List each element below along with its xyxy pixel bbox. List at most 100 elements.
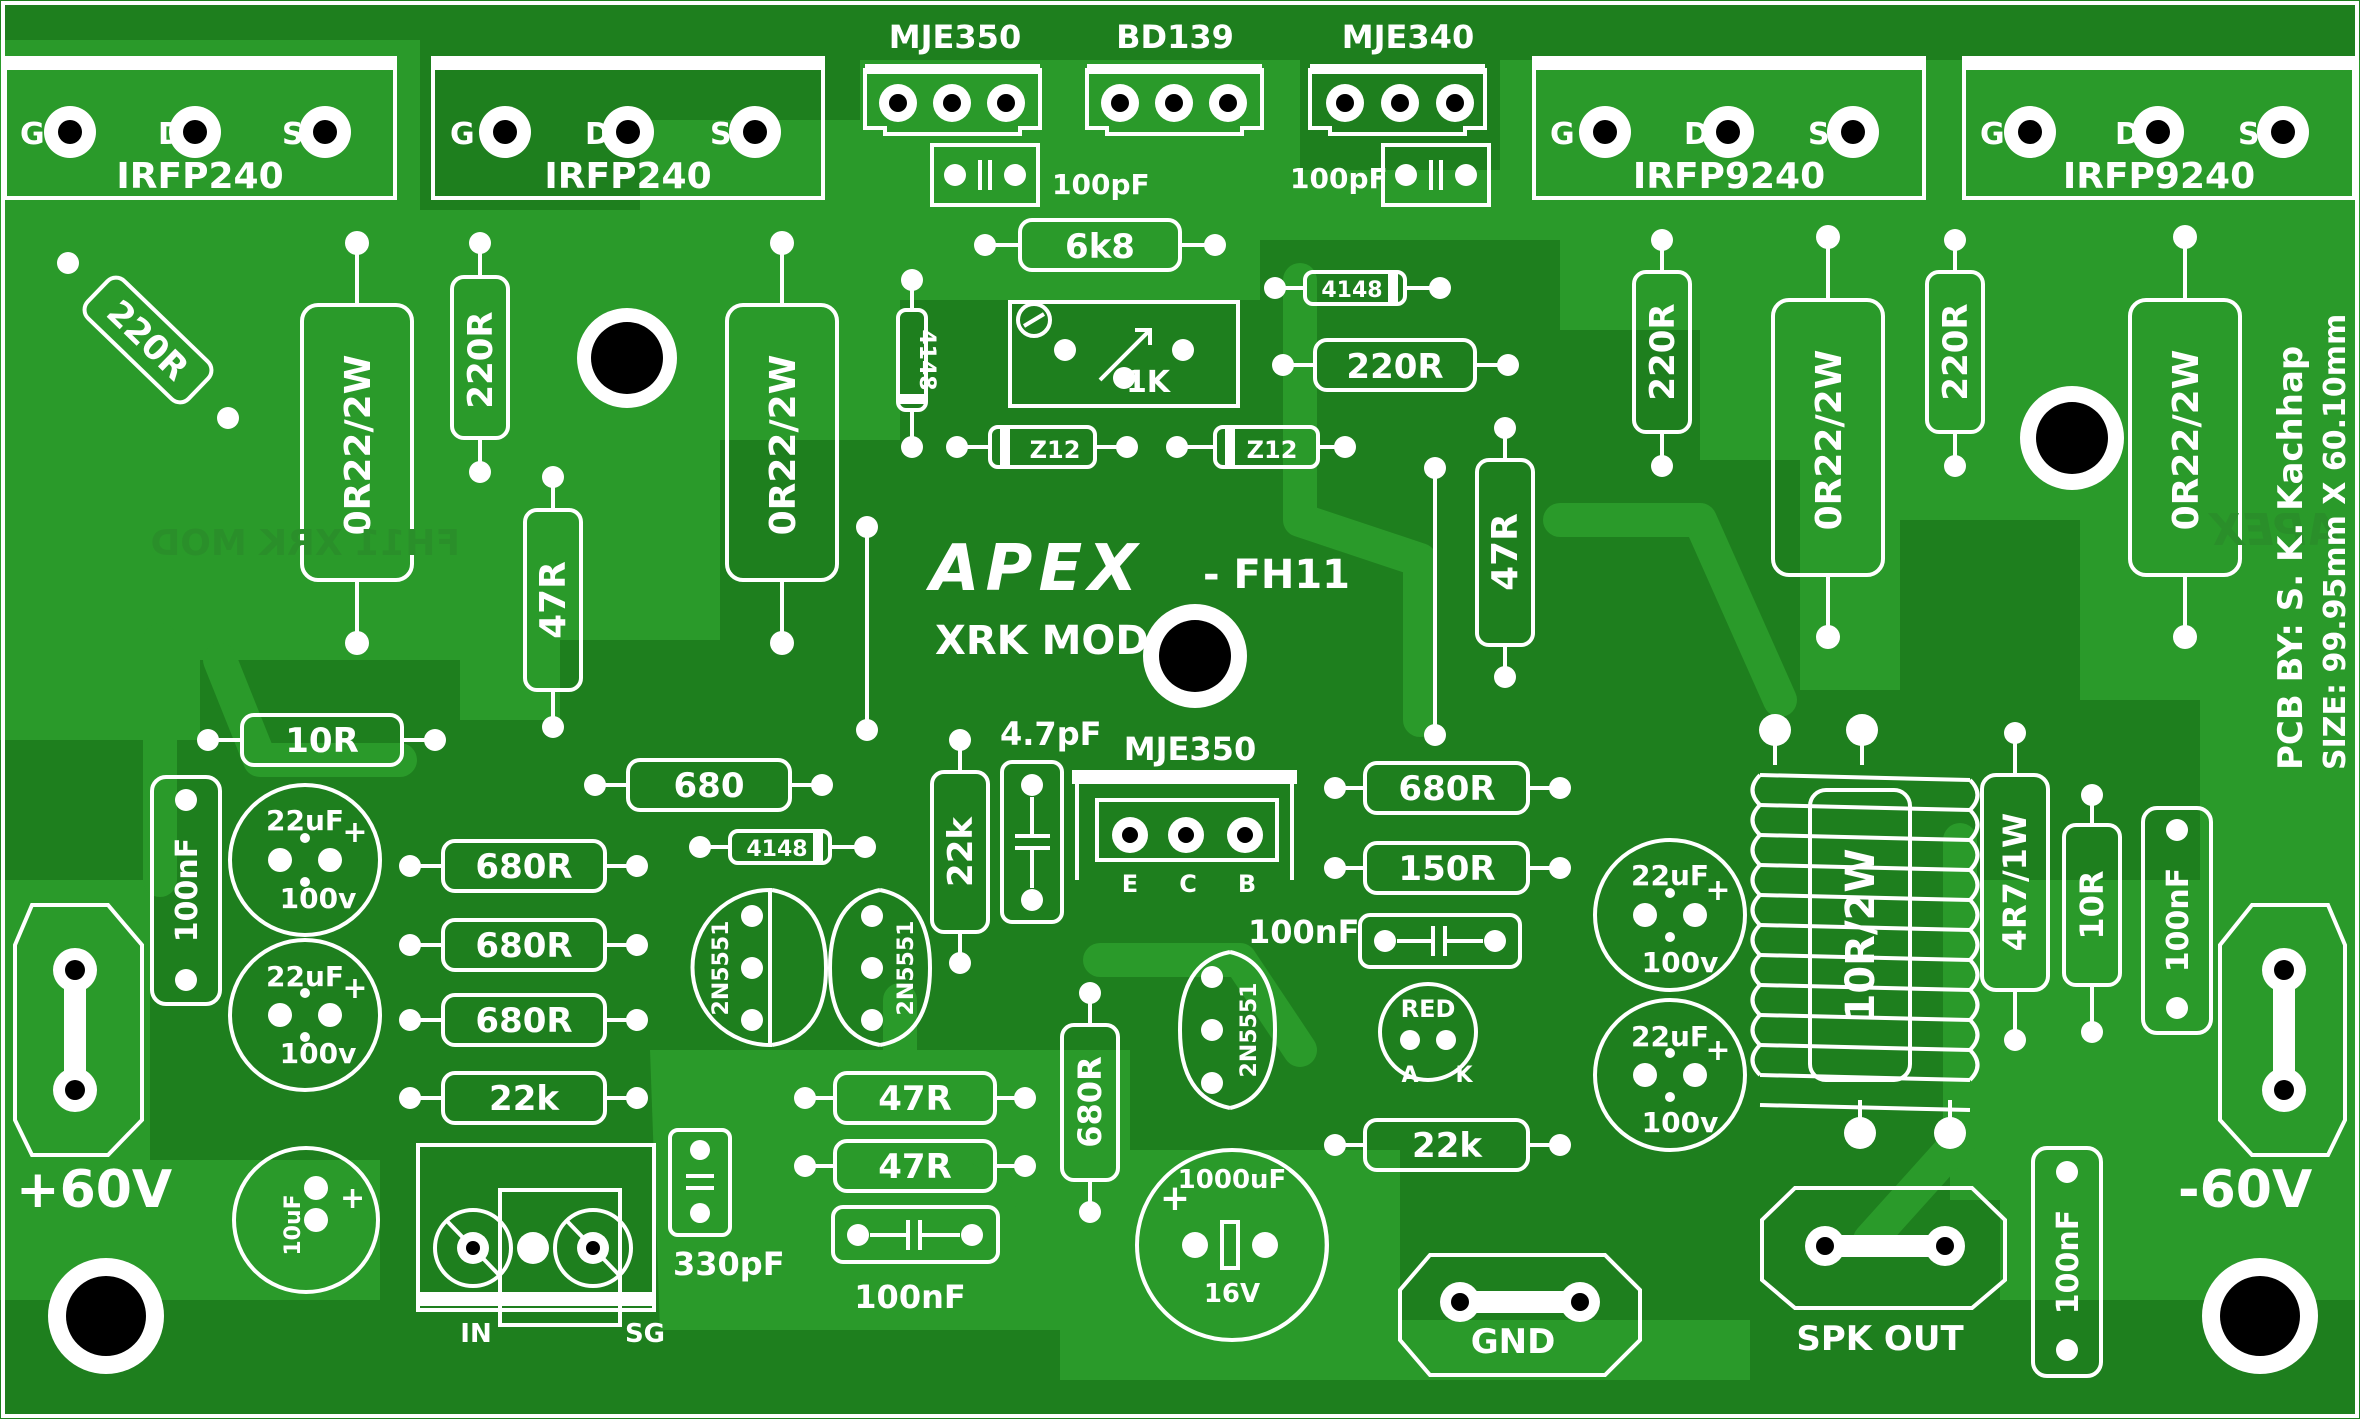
svg-text:A: A xyxy=(1401,1063,1418,1088)
mosfet-irfp240-2: G D S IRFP240 xyxy=(431,56,825,200)
irfp240-label-1: IRFP240 xyxy=(116,156,283,197)
resistor-150r: 150R xyxy=(1324,841,1571,895)
svg-text:D: D xyxy=(1684,117,1709,152)
svg-text:100nF: 100nF xyxy=(1248,913,1359,951)
svg-text:330pF: 330pF xyxy=(673,1245,785,1283)
svg-text:22uF: 22uF xyxy=(266,804,344,837)
in-label: IN xyxy=(460,1319,491,1349)
transistor-mje350-mid: MJE350 E C B xyxy=(1072,730,1297,898)
svg-text:22uF: 22uF xyxy=(266,960,344,993)
mje350-top-label: MJE350 xyxy=(889,18,1021,56)
svg-text:100nF: 100nF xyxy=(170,838,205,942)
svg-text:220R: 220R xyxy=(1936,303,1976,400)
drain-label: D xyxy=(158,117,183,152)
brand-model: - FH11 xyxy=(1203,552,1350,598)
input-terminal: IN SG xyxy=(416,1143,665,1349)
capacitor-100nf-bottom-right: 100nF xyxy=(2031,1146,2103,1378)
resistor-680r-2: 680R xyxy=(399,918,648,972)
svg-text:+: + xyxy=(1160,1178,1190,1219)
resistor-220r-v1: 220R xyxy=(450,232,510,483)
led-red: RED A K xyxy=(1378,982,1478,1088)
terminal-neg-60v: -60V xyxy=(2178,903,2347,1220)
diode-4148-mid: 4148 xyxy=(689,829,876,865)
svg-text:+: + xyxy=(340,1181,365,1216)
capacitor-22uf-3: 22uF + 100v xyxy=(1593,838,1747,992)
capacitor-100nf-bottom: 100nF xyxy=(831,1205,1000,1316)
jumpers xyxy=(856,457,1446,746)
svg-text:100nF: 100nF xyxy=(2161,868,2196,972)
svg-text:47R: 47R xyxy=(1485,513,1526,591)
capacitor-10uf: 10uF + xyxy=(232,1146,380,1294)
mosfet-irfp9240-1: G D S IRFP9240 xyxy=(1532,56,1926,200)
resistor-4r7: 4R7/1W xyxy=(1980,722,2050,1051)
svg-text:10R: 10R xyxy=(285,721,359,761)
brand-subtitle: XRK MOD xyxy=(935,618,1149,664)
sg-label: SG xyxy=(625,1319,665,1349)
mje340-label: MJE340 xyxy=(1342,18,1474,56)
mje350-mid-label: MJE350 xyxy=(1124,730,1256,768)
svg-text:2N5551: 2N5551 xyxy=(1237,983,1262,1078)
svg-text:4148: 4148 xyxy=(746,837,807,862)
neg-rail-label: -60V xyxy=(2178,1160,2312,1220)
resistor-47r-bottom-1: 47R xyxy=(794,1071,1036,1125)
transistor-2n5551-b: 2N5551 xyxy=(827,888,933,1047)
svg-text:0R22/2W: 0R22/2W xyxy=(338,355,379,536)
capacitor-22uf-2: 22uF + 100v xyxy=(228,938,382,1092)
svg-text:G: G xyxy=(1980,117,2005,152)
transistor-mje350-top: MJE350 xyxy=(863,18,1042,136)
svg-text:1K: 1K xyxy=(1126,365,1172,400)
svg-text:100v: 100v xyxy=(1642,946,1719,979)
svg-text:22k: 22k xyxy=(489,1079,560,1119)
transistor-2n5551-a: 2N5551 xyxy=(690,887,829,1048)
pos-rail-label: +60V xyxy=(16,1160,172,1220)
svg-text:4R7/1W: 4R7/1W xyxy=(1996,813,2034,951)
diode-4148-right: 4148 xyxy=(1264,270,1451,306)
capacitor-100pf-left: 100pF xyxy=(930,143,1150,207)
svg-text:S: S xyxy=(1808,117,1830,152)
svg-text:2N5551: 2N5551 xyxy=(709,921,734,1016)
resistor-0r22-3: 0R22/2W xyxy=(1771,225,1885,649)
resistor-0r22-2: 0R22/2W xyxy=(725,231,839,655)
zener-z12-b: Z12 xyxy=(1166,425,1356,469)
svg-text:10R: 10R xyxy=(2073,870,2111,939)
resistor-47r-left: 47R xyxy=(523,466,583,738)
svg-text:4148: 4148 xyxy=(914,329,939,390)
svg-text:6k8: 6k8 xyxy=(1065,227,1135,267)
mirror-left-text: FH11 XRK MOD xyxy=(150,523,460,564)
source-label: S xyxy=(282,117,304,152)
resistor-680r-1: 680R xyxy=(399,839,648,893)
capacitor-330pf: 330pF xyxy=(668,1128,785,1283)
svg-text:S: S xyxy=(2238,117,2260,152)
svg-text:680R: 680R xyxy=(1398,769,1495,809)
resistor-22k-right: 22k xyxy=(1324,1118,1571,1172)
spk-out-label: SPK OUT xyxy=(1796,1319,1964,1359)
trimpot-1k: 1K xyxy=(1008,300,1240,408)
resistor-680r-vertical: 680R xyxy=(1060,982,1120,1223)
brand-title: APEX xyxy=(925,532,1144,606)
svg-text:22uF: 22uF xyxy=(1631,1020,1709,1053)
resistor-10r: 10R xyxy=(197,713,446,767)
svg-text:D: D xyxy=(2115,117,2140,152)
svg-text:47R: 47R xyxy=(533,561,574,639)
svg-text:680R: 680R xyxy=(475,1001,572,1041)
svg-text:47R: 47R xyxy=(878,1147,952,1187)
resistor-220r-v2: 220R xyxy=(1632,229,1692,477)
resistor-220r-horizontal: 220R xyxy=(1272,338,1519,392)
resistor-0r22-4: 0R22/2W xyxy=(2128,225,2242,649)
mosfet-irfp9240-2: G D S IRFP9240 xyxy=(1962,56,2356,200)
svg-text:E: E xyxy=(1122,870,1138,898)
gnd-label: GND xyxy=(1471,1322,1556,1362)
zener-z12-a: Z12 xyxy=(946,425,1138,469)
svg-text:D: D xyxy=(585,117,610,152)
capacitor-22uf-4: 22uF + 100v xyxy=(1593,998,1747,1152)
svg-text:220R: 220R xyxy=(1346,347,1443,387)
c100pf-left-label: 100pF xyxy=(1052,168,1150,201)
svg-text:+: + xyxy=(342,971,367,1006)
resistor-22k-left: 22k xyxy=(399,1071,648,1125)
svg-text:100v: 100v xyxy=(1642,1106,1719,1139)
mounting-holes xyxy=(48,308,2318,1374)
svg-text:RED: RED xyxy=(1401,995,1456,1023)
resistor-680r-3: 680R xyxy=(399,993,648,1047)
